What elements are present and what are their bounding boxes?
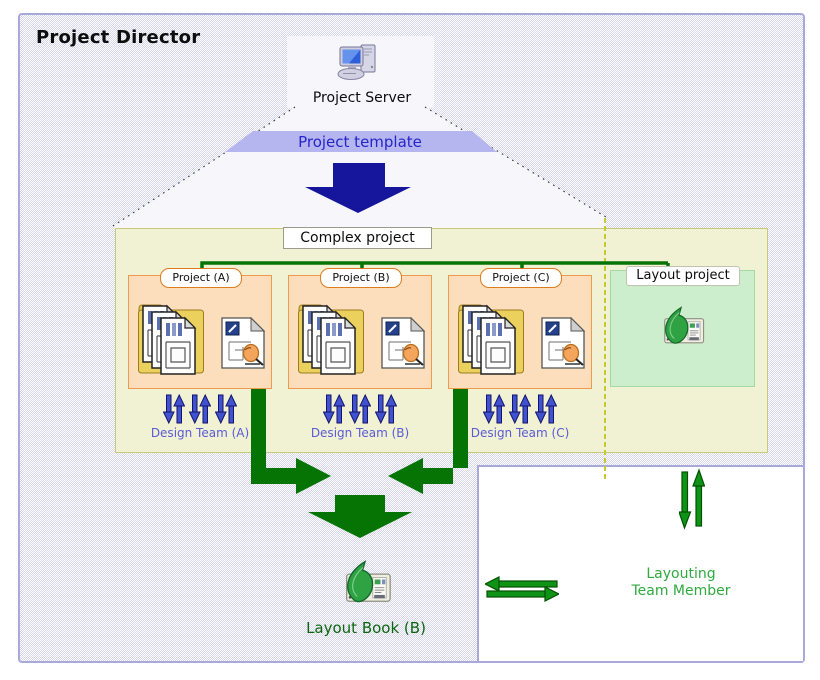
layouting-member-label: Layouting Team Member	[601, 566, 761, 600]
layout-book-icon	[664, 306, 705, 344]
design-team-b-label: Design Team (B)	[310, 426, 410, 440]
sync-arrows-icon	[483, 394, 505, 424]
project-folder-icon	[137, 299, 217, 377]
sync-arrows-icon	[323, 394, 345, 424]
server-label: Project Server	[312, 90, 412, 106]
sync-arrows-icon	[349, 394, 371, 424]
layout-book-label: Layout Book (B)	[306, 619, 426, 637]
project-b-tab: Project (B)	[320, 268, 402, 288]
sync-arrows-team-a	[163, 394, 237, 424]
layout-book-icon	[346, 560, 391, 603]
sync-arrows-icon	[535, 394, 557, 424]
sync-arrows-team-c	[483, 394, 557, 424]
project-folder-icon	[457, 299, 537, 377]
design-team-c-label: Design Team (C)	[470, 426, 570, 440]
design-team-a-label: Design Team (A)	[150, 426, 250, 440]
sync-arrows-icon	[189, 394, 211, 424]
sync-arrows-icon	[509, 394, 531, 424]
sync-arrows-icon	[215, 394, 237, 424]
project-c-tab: Project (C)	[480, 268, 562, 288]
complex-project-label: Complex project	[283, 227, 432, 249]
sync-arrows-team-b	[323, 394, 397, 424]
project-folder-icon	[297, 299, 377, 377]
teamwork-document-icon	[381, 317, 425, 369]
layouting-member-line2: Team Member	[631, 583, 731, 599]
sync-arrows-icon	[163, 394, 185, 424]
template-band-label: Project template	[298, 133, 422, 151]
layouting-area	[477, 465, 803, 661]
sync-arrows-icon	[375, 394, 397, 424]
teamwork-document-icon	[541, 317, 585, 369]
project-a-tab: Project (A)	[160, 268, 242, 288]
layouting-member-line1: Layouting	[646, 566, 716, 582]
layout-project-label: Layout project	[626, 266, 740, 286]
exchange-arrows-horizontal-icon	[485, 576, 559, 602]
page-title: Project Director	[36, 27, 201, 48]
teamwork-document-icon	[221, 317, 265, 369]
project-server-icon	[337, 44, 376, 80]
exchange-arrows-vertical-icon	[679, 468, 705, 530]
